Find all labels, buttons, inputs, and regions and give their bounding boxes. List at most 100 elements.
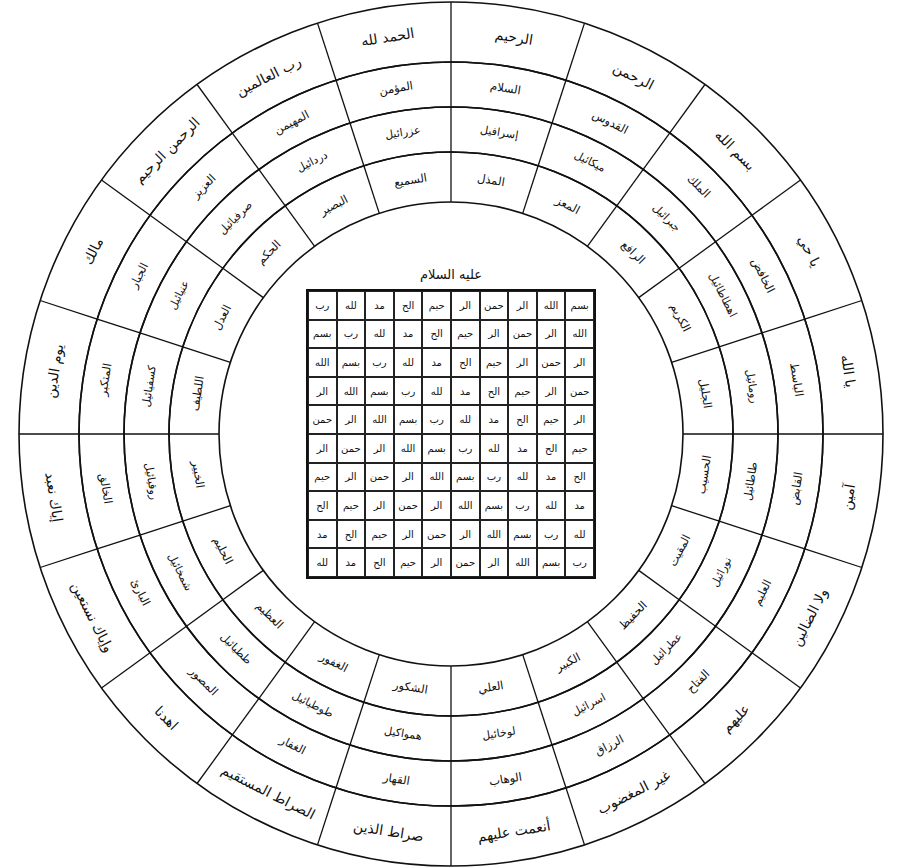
sector-divider: [538, 702, 552, 745]
sector-divider: [719, 333, 762, 347]
cell-letters: حيم: [429, 300, 445, 311]
cell-letters: الر: [488, 328, 499, 339]
square-cell: الله: [565, 320, 594, 349]
ring-inscription: وإياك نستعين: [68, 579, 117, 655]
ring-inscription: اهدنا: [151, 703, 181, 733]
sector-divider: [762, 319, 805, 333]
square-cell: الر: [337, 463, 366, 492]
ring-inscription: الجبار: [127, 261, 151, 291]
cell-letters: الح: [316, 500, 328, 511]
ring-inscription: عنيائيل: [167, 279, 192, 313]
square-cell: الح: [337, 520, 366, 549]
square-cell: حمن: [308, 405, 337, 434]
ring-circle: [219, 202, 683, 666]
square-cell: رب: [394, 377, 423, 406]
ring-inscription: الرافع: [618, 238, 647, 267]
cell-letters: حيم: [372, 529, 388, 540]
square-cell: رب: [480, 463, 509, 492]
square-cell: الر: [308, 434, 337, 463]
square-cell: الر: [394, 463, 423, 492]
cell-letters: بسم: [370, 386, 388, 397]
square-cell: مد: [480, 405, 509, 434]
sector-divider: [805, 301, 862, 320]
ring-inscription: المذل: [476, 172, 505, 189]
cell-letters: مد: [431, 357, 442, 368]
sector-divider: [350, 702, 364, 745]
square-cell: الح: [508, 405, 537, 434]
sector-divider: [197, 85, 232, 134]
square-cell: حمن: [394, 491, 423, 520]
cell-letters: الر: [431, 500, 442, 511]
cell-letters: الح: [402, 300, 414, 311]
square-cell: بسم: [337, 348, 366, 377]
cell-letters: بسم: [313, 328, 331, 339]
cell-letters: الح: [574, 471, 586, 482]
sector-divider: [150, 215, 186, 241]
cell-letters: بسم: [399, 414, 417, 425]
sector-divider: [97, 319, 140, 333]
ring-inscription: شمخائيل: [165, 551, 195, 593]
square-cell: حيم: [508, 377, 537, 406]
sector-divider: [285, 206, 314, 246]
square-cell: بسم: [508, 520, 537, 549]
ring-circle: [124, 107, 778, 761]
square-cell: مد: [365, 291, 394, 320]
ring-circle: [79, 62, 823, 806]
square-cell: حمن: [422, 520, 451, 549]
sector-divider: [719, 521, 762, 535]
sector-divider: [523, 166, 538, 214]
ring-inscription: المهيمن: [272, 108, 311, 137]
cell-letters: بسم: [456, 471, 474, 482]
ring-inscription: السلام: [489, 80, 522, 98]
ring-circle: [19, 2, 883, 866]
cell-letters: الر: [374, 500, 385, 511]
ring-inscription: عطرائيل: [648, 631, 685, 668]
square-cell: الر: [508, 348, 537, 377]
ring-inscription: العلي: [477, 679, 504, 696]
square-cell: بسم: [308, 320, 337, 349]
cell-letters: الله: [487, 529, 502, 540]
sector-divider: [140, 333, 183, 347]
square-cell: الح: [480, 377, 509, 406]
square-cell: بسم: [365, 377, 394, 406]
square-cell: رب: [508, 491, 537, 520]
sector-divider: [450, 62, 451, 107]
square-cell: حمن: [451, 548, 480, 577]
cell-letters: الله: [572, 328, 587, 339]
square-cell: بسم: [394, 405, 423, 434]
cell-letters: لله: [431, 386, 443, 397]
cell-letters: حيم: [572, 443, 588, 454]
sector-divider: [318, 23, 337, 80]
square-heading: علیه السلام: [308, 267, 594, 282]
square-cell: رب: [337, 320, 366, 349]
ring-inscription: الحكم: [255, 238, 284, 267]
square-cell: الر: [537, 377, 566, 406]
ring-inscription: غير المغضوب: [595, 767, 673, 817]
cell-letters: الر: [517, 357, 528, 368]
sector-divider: [336, 80, 350, 123]
cell-letters: حيم: [543, 414, 559, 425]
cell-letters: الله: [344, 386, 359, 397]
cell-letters: حمن: [341, 443, 361, 454]
cell-letters: حمن: [313, 414, 333, 425]
cell-letters: الر: [545, 386, 556, 397]
sector-divider: [124, 433, 169, 434]
square-cell: مد: [422, 348, 451, 377]
square-cell: حيم: [451, 320, 480, 349]
sector-divider: [102, 180, 151, 215]
square-cell: الر: [308, 377, 337, 406]
ring-inscription: ولا الضالين: [788, 585, 831, 648]
ring-inscription: روقيائيل: [141, 462, 159, 501]
cell-letters: حيم: [314, 471, 330, 482]
square-cell: الح: [308, 491, 337, 520]
square-cell: الح: [451, 348, 480, 377]
square-cell: مد: [451, 377, 480, 406]
square-cell: رب: [537, 520, 566, 549]
sector-divider: [79, 433, 124, 434]
sector-divider: [97, 535, 140, 549]
sector-divider: [183, 347, 231, 362]
square-cell: بسم: [480, 491, 509, 520]
sector-divider: [716, 215, 752, 241]
sector-divider: [186, 242, 222, 268]
square-cell: حمن: [337, 434, 366, 463]
